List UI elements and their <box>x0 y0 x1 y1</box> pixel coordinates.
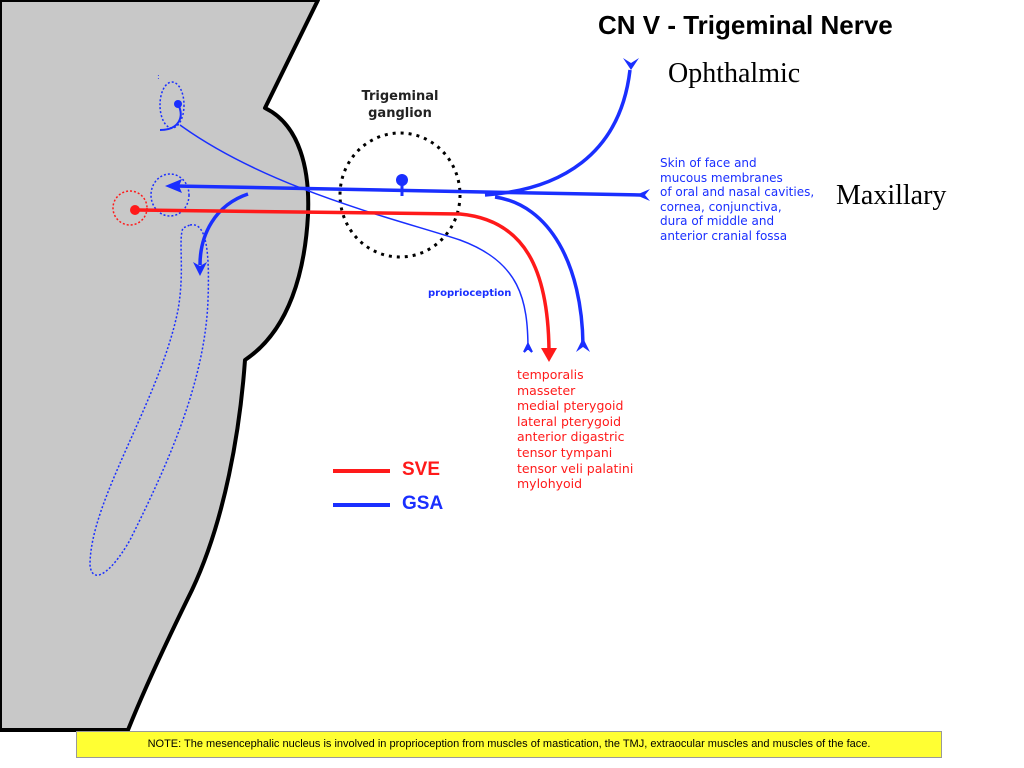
trigeminal-ganglion <box>338 131 462 259</box>
brainstem-silhouette <box>0 0 320 732</box>
ganglion-label-line: Trigeminal <box>361 89 439 104</box>
ophthalmic-label: Ophthalmic <box>668 58 801 89</box>
sensory-target-line: dura of middle and <box>660 214 775 228</box>
muscle-item: mylohyoid <box>517 476 583 492</box>
legend-gsa-label: GSA <box>402 493 444 514</box>
diagram-title: CN V - Trigeminal Nerve <box>598 10 893 40</box>
mesencephalic-nucleus <box>159 81 185 131</box>
gsa-spinal-descending <box>193 192 249 276</box>
muscle-item: temporalis <box>517 367 584 382</box>
muscle-item: masseter <box>517 382 576 398</box>
spinal-trigeminal-nucleus <box>89 224 210 576</box>
legend-sve-label: SVE <box>402 459 441 480</box>
maxillary-label: Maxillary <box>836 180 947 211</box>
sensory-target-line: mucous membranes <box>660 170 783 185</box>
muscle-item: tensor tympani <box>517 444 613 460</box>
mesencephalic-note: NOTE: The mesencephalic nucleus is invol… <box>76 731 942 758</box>
svg-text::: : <box>157 72 160 81</box>
muscle-item: tensor veli palatini <box>517 460 634 476</box>
muscle-item: lateral pterygoid <box>517 413 622 429</box>
ophthalmic-branch <box>484 58 639 197</box>
ganglion-label-line: ganglion <box>368 106 432 121</box>
sensory-target-line: anterior cranial fossa <box>660 228 788 243</box>
motor-nucleus <box>112 190 148 226</box>
proprioception-label: proprioception <box>428 288 512 299</box>
sensory-target-line: Skin of face and <box>660 156 757 170</box>
muscles-list: temporalis masseter medial pterygoid lat… <box>517 367 633 492</box>
muscle-item: anterior digastric <box>517 429 625 445</box>
principal-sensory-nucleus <box>150 173 190 217</box>
sve-motor-root <box>136 208 557 362</box>
gsa-main-root <box>165 179 650 201</box>
sensory-target-line: of oral and nasal cavities, <box>660 185 815 199</box>
sensory-targets-list: Skin of face and mucous membranes of ora… <box>660 156 814 243</box>
muscle-item: medial pterygoid <box>517 398 624 414</box>
sensory-target-line: cornea, conjunctiva, <box>660 199 782 214</box>
trigeminal-ganglion-label: Trigeminal ganglion <box>352 88 448 122</box>
proprioception-fiber <box>179 124 533 353</box>
mandibular-gsa-branch <box>494 195 590 352</box>
